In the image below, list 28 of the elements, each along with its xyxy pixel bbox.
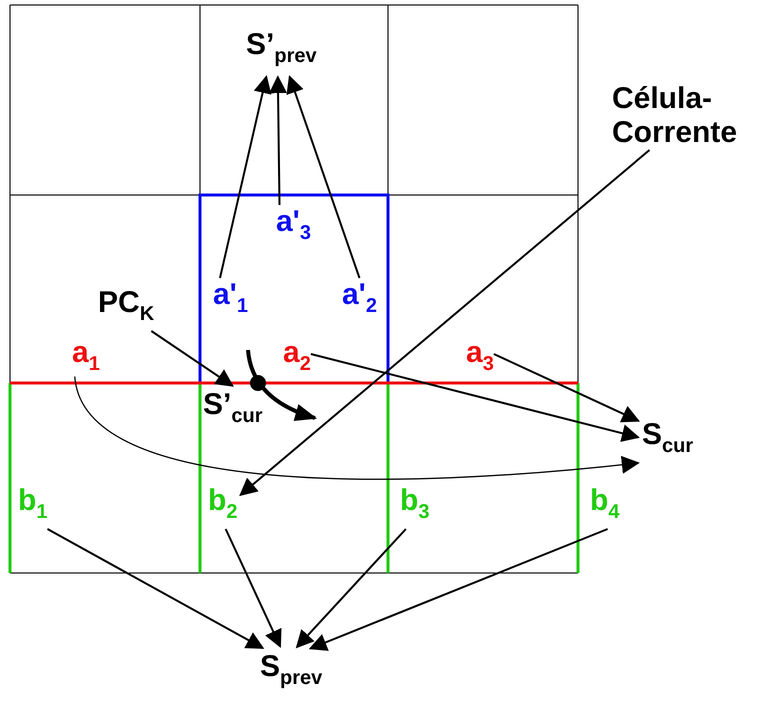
variable-label: a$_{1}$ bbox=[72, 336, 100, 381]
arrow bbox=[269, 75, 288, 206]
variable-label: b$_{4}$ bbox=[590, 484, 620, 529]
arrow bbox=[286, 75, 360, 278]
arrow bbox=[310, 353, 640, 442]
variable-label: a'$_{3}$ bbox=[276, 205, 311, 250]
variable-label: a$_{2}$ bbox=[283, 336, 311, 381]
arrow bbox=[296, 528, 407, 648]
arrow bbox=[219, 75, 272, 278]
cell-label: Célula-Corrente bbox=[612, 82, 762, 150]
variable-label: a'$_{2}$ bbox=[342, 278, 377, 323]
arrow bbox=[46, 528, 264, 649]
variable-label: a'$_{1}$ bbox=[213, 278, 248, 323]
pc-label: PC$_{K}$ bbox=[98, 286, 154, 331]
arrow bbox=[224, 528, 282, 648]
variable-label: a$_{3}$ bbox=[466, 336, 494, 381]
state-label: S$_{cur}$ bbox=[642, 418, 694, 463]
arrow bbox=[239, 149, 650, 496]
arrow bbox=[74, 376, 640, 480]
variable-label: b$_{2}$ bbox=[208, 484, 238, 529]
state-label: S’$_{cur}$ bbox=[203, 388, 262, 433]
arrow bbox=[308, 528, 608, 651]
variable-label: b$_{3}$ bbox=[400, 484, 430, 529]
arrow bbox=[150, 330, 234, 387]
state-label: S$_{prev}$ bbox=[260, 650, 322, 695]
state-label: S’$_{prev}$ bbox=[246, 28, 317, 73]
variable-label: b$_{1}$ bbox=[18, 484, 48, 529]
arrow bbox=[493, 353, 640, 422]
